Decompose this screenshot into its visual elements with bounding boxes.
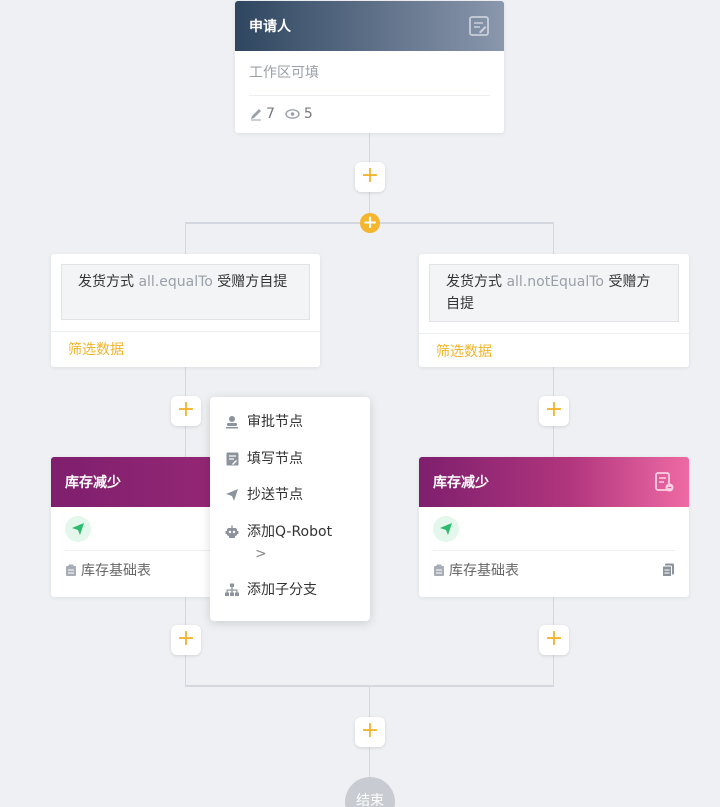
menu-item-robot[interactable]: 添加Q-Robot > <box>224 521 370 579</box>
menu-item-label: 填写节点 <box>247 450 303 467</box>
add-branch-button[interactable]: + <box>360 213 380 233</box>
node-title: 库存减少 <box>65 475 121 491</box>
copy-icon[interactable] <box>662 563 675 577</box>
table-icon <box>433 564 445 577</box>
node-header: 库存减少 <box>419 457 689 507</box>
condition-value: 受赠方自提 <box>446 274 651 312</box>
menu-item-label: 添加子分支 <box>247 581 317 598</box>
branch-condition-card[interactable]: 发货方式 all.equalTo 受赠方自提 筛选数据 <box>51 254 320 367</box>
filter-data-link[interactable]: 筛选数据 <box>419 333 689 367</box>
menu-item-approve[interactable]: 审批节点 <box>224 411 370 448</box>
applicant-node-title: 申请人 <box>249 19 291 35</box>
send-plane-icon <box>433 515 459 542</box>
table-icon <box>65 564 77 577</box>
branch-condition-card[interactable]: 发货方式 all.notEqualTo 受赠方自提 筛选数据 <box>419 254 689 367</box>
condition-box[interactable]: 发货方式 all.notEqualTo 受赠方自提 <box>429 264 679 322</box>
end-node: 结束 <box>345 777 395 807</box>
applicant-node-subtitle: 工作区可填 <box>249 51 490 96</box>
applicant-node-header: 申请人 <box>235 1 504 51</box>
approve-icon <box>224 411 240 429</box>
view-count: 5 <box>303 106 313 122</box>
eye-icon <box>285 108 300 120</box>
sub-branch-icon <box>224 579 240 597</box>
fill-form-icon <box>224 448 240 466</box>
record-edit-icon <box>653 471 675 493</box>
edit-icon <box>249 107 263 121</box>
add-node-button[interactable]: + <box>539 625 569 655</box>
node-title: 库存减少 <box>433 475 489 491</box>
condition-field: 发货方式 <box>78 274 134 290</box>
table-name: 库存基础表 <box>81 563 151 579</box>
send-icon <box>224 484 240 502</box>
permission-stats: 7 5 <box>249 96 490 132</box>
add-node-button[interactable]: + <box>171 396 201 426</box>
menu-item-label: 审批节点 <box>247 414 303 430</box>
form-icon <box>468 15 490 37</box>
send-plane-icon <box>65 515 91 542</box>
condition-box[interactable]: 发货方式 all.equalTo 受赠方自提 <box>61 264 310 320</box>
condition-operator: all.equalTo <box>138 274 213 290</box>
edit-count: 7 <box>266 106 275 122</box>
add-node-menu: 审批节点 填写节点 抄送节点 添加Q-Robot > 添加子分支 <box>210 397 370 621</box>
connector-line <box>185 222 186 255</box>
menu-item-sub-branch[interactable]: 添加子分支 <box>224 579 370 616</box>
connector-line <box>553 222 554 255</box>
add-node-button[interactable]: + <box>171 625 201 655</box>
menu-item-fill[interactable]: 填写节点 <box>224 448 370 485</box>
menu-item-cc[interactable]: 抄送节点 <box>224 484 370 521</box>
condition-field: 发货方式 <box>446 274 502 290</box>
add-node-button[interactable]: + <box>355 162 385 192</box>
add-node-button[interactable]: + <box>539 396 569 426</box>
table-name: 库存基础表 <box>449 563 519 579</box>
filter-data-link[interactable]: 筛选数据 <box>51 331 320 367</box>
applicant-node-card[interactable]: 申请人 工作区可填 7 5 <box>235 1 504 133</box>
menu-item-label: 抄送节点 <box>247 487 303 503</box>
menu-item-label: 添加Q-Robot <box>247 523 333 540</box>
add-node-button[interactable]: + <box>355 717 385 747</box>
inventory-node-card[interactable]: 库存减少 库存基础表 <box>419 457 689 597</box>
robot-icon <box>224 521 240 539</box>
condition-operator: all.notEqualTo <box>506 274 605 290</box>
submenu-arrow-icon: > <box>255 545 267 562</box>
condition-value: 受赠方自提 <box>217 274 288 290</box>
